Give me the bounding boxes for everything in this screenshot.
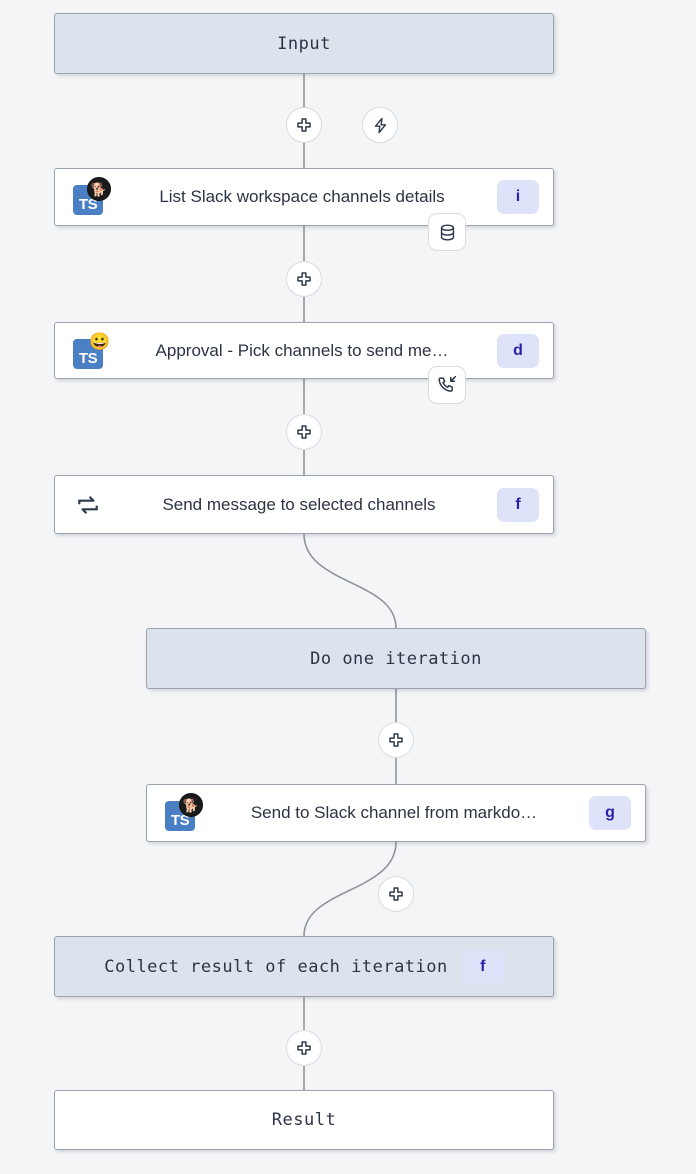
lightning-icon [374,117,386,133]
phone-incoming-button[interactable] [428,366,466,404]
ts-badge-label: TS [73,338,103,369]
database-button[interactable] [428,213,466,251]
node-send-message-loop-label: Send message to selected channels [162,494,436,514]
add-step-button-3[interactable] [286,414,322,450]
node-collect-result[interactable]: Collect result of each iteration f [54,936,554,997]
add-step-button-6[interactable] [286,1030,322,1066]
plus-icon [297,425,311,439]
deno-logo-icon: 🐕 [87,177,111,201]
node-send-message-loop-badge[interactable]: f [497,487,539,522]
add-step-button-5[interactable] [378,876,414,912]
deno-logo-icon: 🐕 [179,793,203,817]
node-approval-badge[interactable]: d [497,333,539,368]
database-icon [440,224,454,240]
typescript-icon: TS 🐕 [71,177,111,217]
node-approval[interactable]: TS 😀 Approval - Pick channels to send me… [54,322,554,379]
plus-icon [389,887,403,901]
node-send-to-slack-channel-label: Send to Slack channel from markdo… [250,803,538,822]
typescript-icon: TS 😀 [71,331,111,371]
plus-icon [389,733,403,747]
plus-icon [297,272,311,286]
node-list-slack-channels-badge[interactable]: i [497,180,539,214]
plus-icon [297,1041,311,1055]
phone-incoming-icon [438,375,457,392]
node-approval-label: Approval - Pick channels to send me… [155,340,449,360]
add-step-button-1[interactable] [286,107,322,143]
add-step-button-4[interactable] [378,722,414,758]
node-send-message-loop[interactable]: Send message to selected channels f [54,475,554,534]
trigger-button[interactable] [362,107,398,143]
node-result-label: Result [271,1110,337,1130]
smiling-face-icon: 😀 [89,332,111,351]
edge-step-f-to-do-one-iteration [303,533,397,629]
typescript-icon: TS 🐕 [163,793,203,833]
node-list-slack-channels[interactable]: TS 🐕 List Slack workspace channels detai… [54,168,554,226]
add-step-button-2[interactable] [286,261,322,297]
node-input[interactable]: Input [54,13,554,74]
node-do-one-iteration[interactable]: Do one iteration [146,628,646,689]
node-send-to-slack-channel-badge[interactable]: g [589,796,631,830]
node-collect-result-badge[interactable]: f [461,949,504,984]
node-send-to-slack-channel[interactable]: TS 🐕 Send to Slack channel from markdo… … [146,784,646,842]
node-result[interactable]: Result [54,1090,554,1150]
loop-icon [71,488,105,522]
node-collect-result-label: Collect result of each iteration [104,956,448,977]
node-do-one-iteration-label: Do one iteration [310,648,482,669]
node-list-slack-channels-label: List Slack workspace channels details [159,187,445,206]
node-input-label: Input [277,33,331,54]
plus-icon [297,118,311,132]
